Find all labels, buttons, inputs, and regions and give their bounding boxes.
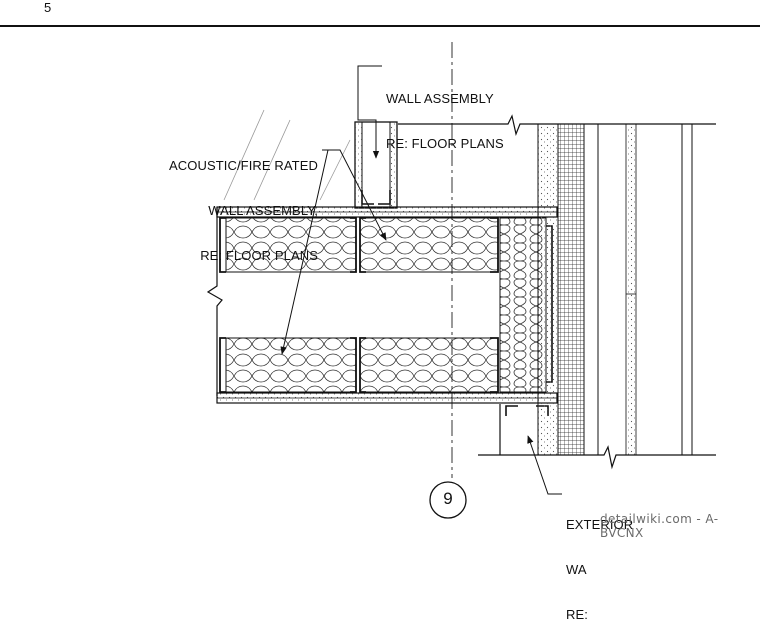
leader-wall-assembly (357, 65, 382, 159)
grid-tag (429, 481, 467, 519)
note-line: RE: (566, 607, 588, 622)
bottom-break-line (478, 445, 716, 470)
note-line: RE: FLOOR PLANS (200, 248, 318, 263)
page-number: 5 (44, 0, 52, 15)
exterior-wall (537, 123, 693, 456)
lower-horizontal-wall (216, 337, 558, 404)
note-line: ACOUSTIC/FIRE RATED (168, 158, 318, 173)
note-exterior-wall: EXTERIOR WA RE: (566, 487, 633, 637)
note-line: RE: FLOOR PLANS (386, 136, 504, 151)
note-line: WA (566, 562, 587, 577)
section-detail-drawing (206, 42, 716, 519)
note-line: WALL ASSEMBLY, (208, 203, 318, 218)
note-wall-assembly: WALL ASSEMBLY RE: FLOOR PLANS (386, 61, 504, 166)
left-break-line (206, 207, 223, 396)
note-line: WALL ASSEMBLY (386, 91, 494, 106)
note-line: EXTERIOR (566, 517, 634, 532)
leader-exterior-wall (527, 435, 562, 495)
acoustic-wall-hatch (223, 109, 351, 201)
grid-tag-label: 9 (443, 489, 453, 508)
note-acoustic-wall: ACOUSTIC/FIRE RATED WALL ASSEMBLY, RE: F… (150, 128, 318, 278)
leader-acoustic-wall (280, 149, 387, 355)
top-rule (0, 25, 760, 27)
watermark: detailwiki.com - A-BVCNX (600, 512, 719, 540)
upper-horizontal-wall (216, 206, 558, 273)
